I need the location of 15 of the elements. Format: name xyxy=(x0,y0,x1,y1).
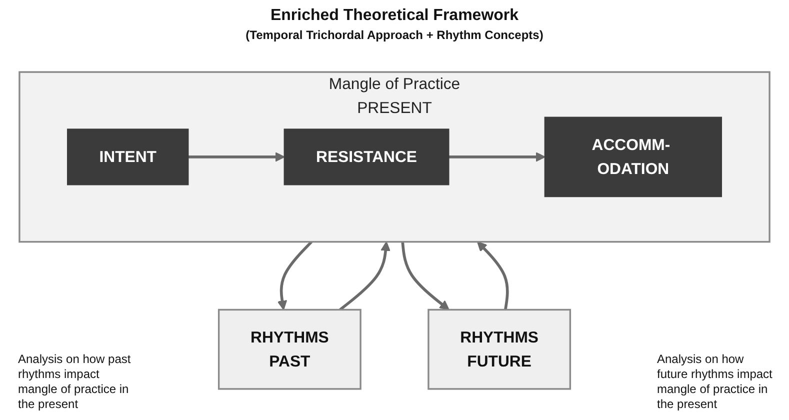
arrow xyxy=(277,240,313,310)
node-box: RHYTHMS PAST xyxy=(218,308,362,390)
node-box: RESISTANCE xyxy=(284,128,450,185)
node-box: INTENT xyxy=(67,128,189,185)
node-box: RHYTHMS FUTURE xyxy=(428,308,572,390)
annotation-note: Analysis on how future rhythms impact mangle of practice in the present xyxy=(657,352,774,412)
diagram-subtitle: (Temporal Trichordal Approach + Rhythm Concepts) xyxy=(246,28,544,43)
arrow xyxy=(477,241,509,310)
diagram-title: Enriched Theoretical Framework xyxy=(270,6,519,26)
arrow xyxy=(401,241,450,310)
arrow xyxy=(188,152,285,162)
annotation-note: Analysis on how past rhythms impact mangle of practice in the present xyxy=(18,352,132,412)
arrow xyxy=(448,152,546,162)
arrow xyxy=(339,241,391,311)
node-box: ACCOMM- ODATION xyxy=(544,116,722,197)
